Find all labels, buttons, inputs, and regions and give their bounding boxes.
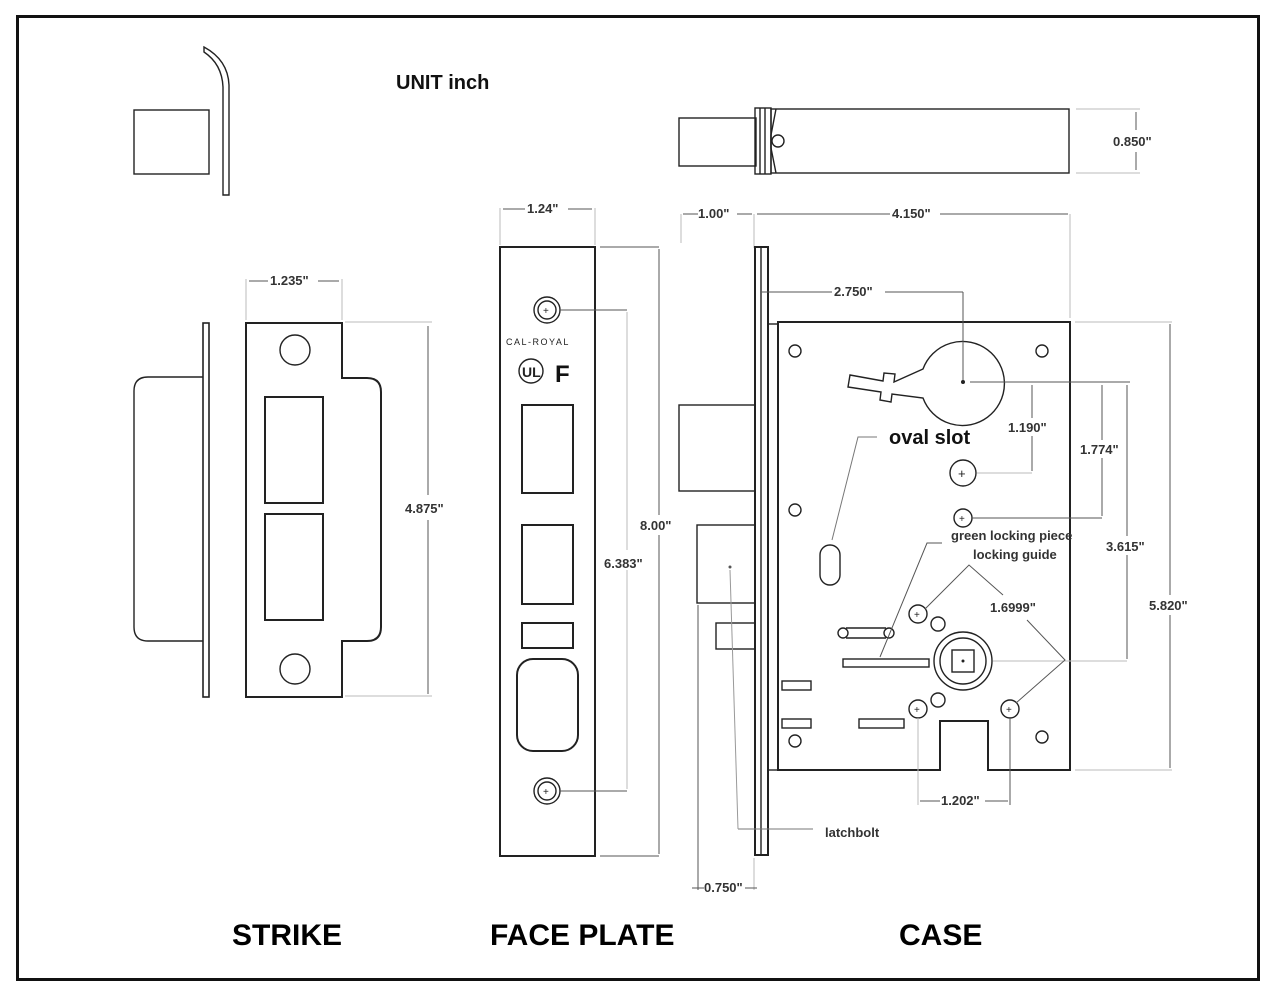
fire-rating: F xyxy=(555,361,570,388)
case-top-view: 0.850" xyxy=(678,107,1152,175)
section-title-face-plate: FACE PLATE xyxy=(490,919,674,952)
svg-text:+: + xyxy=(1006,705,1012,716)
dim-backset: 2.750" xyxy=(834,284,873,299)
dim-trim-screw-spacing: 1.6999" xyxy=(990,600,1036,615)
svg-text:+: + xyxy=(543,306,549,317)
dim-case-depth: 4.150" xyxy=(892,206,931,221)
dim-latch-projection: 1.00" xyxy=(698,206,729,221)
annotation-green-locking-piece: green locking piece xyxy=(951,528,1072,543)
section-title-case: CASE xyxy=(899,919,982,952)
svg-text:+: + xyxy=(959,514,965,525)
dim-face-plate-height: 8.00" xyxy=(640,518,671,533)
dim-screw-spacing: 6.383" xyxy=(604,556,643,571)
svg-text:+: + xyxy=(543,787,549,798)
brand-name: Cal-Royal xyxy=(506,337,570,347)
face-plate-view: + Cal-Royal UL F + 1.24" 6.383" 8.00" xyxy=(499,201,671,857)
strike-box-profile xyxy=(133,109,210,175)
annotation-locking-guide: locking guide xyxy=(973,547,1057,562)
svg-text:+: + xyxy=(914,610,920,621)
dim-cylinder-to-hub: 3.615" xyxy=(1106,539,1145,554)
annotation-latchbolt: latchbolt xyxy=(825,825,880,840)
dim-case-height: 5.820" xyxy=(1149,598,1188,613)
strike-front-view: 1.235" 4.875" xyxy=(133,273,444,698)
ul-mark: UL xyxy=(522,364,541,380)
dim-strike-height: 4.875" xyxy=(405,501,444,516)
drawing-frame xyxy=(16,15,1260,981)
case-width-dims: 1.00" 4.150" xyxy=(680,206,1071,318)
dim-deadbolt-offset: 0.750" xyxy=(704,880,743,895)
case-front-view: + + + + + 2.750" 1.190" xyxy=(678,246,1188,895)
svg-text:+: + xyxy=(914,705,920,716)
unit-label: UNIT inch xyxy=(396,72,489,94)
strike-side-view xyxy=(133,45,230,196)
annotation-oval-slot: oval slot xyxy=(889,427,970,449)
dim-face-plate-width: 1.24" xyxy=(527,201,558,216)
strike-lip-profile xyxy=(203,45,230,196)
dim-bottom-screw-spacing: 1.202" xyxy=(941,793,980,808)
section-title-strike: STRIKE xyxy=(232,919,342,952)
dim-case-thickness: 0.850" xyxy=(1113,134,1152,149)
dim-strike-width: 1.235" xyxy=(270,273,309,288)
dim-cylinder-to-screw: 1.190" xyxy=(1008,420,1047,435)
svg-text:+: + xyxy=(958,466,966,481)
dim-cylinder-to-lock-screw: 1.774" xyxy=(1080,442,1119,457)
